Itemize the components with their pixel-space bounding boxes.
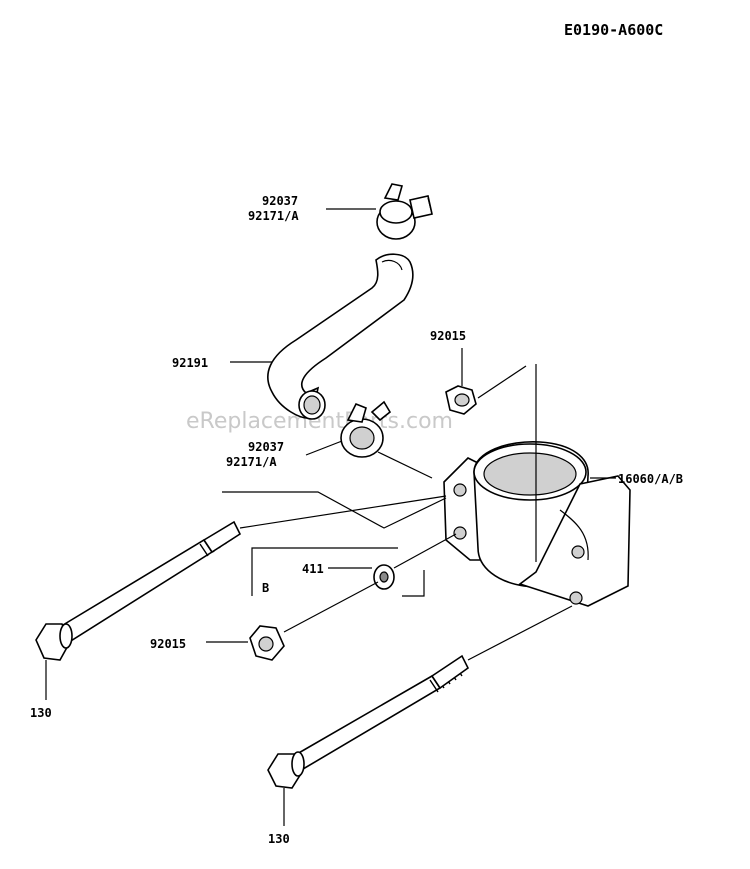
hose-clamp-top [376,183,433,240]
flange-nut-top [445,385,477,415]
label-clamp-top-1: 92037 [262,194,298,208]
leader-housing-mount [222,491,447,529]
group-b-bracket [251,547,398,596]
hose-clamp-middle [340,400,392,458]
label-washer: 411 [302,562,324,576]
leader-nut-left-axis [283,581,379,633]
washer [373,564,395,590]
leader-bolt-bottom-axis [467,605,573,661]
label-nut-top: 92015 [430,329,466,343]
group-b-bracket-right [402,570,425,597]
label-group-b: B [262,581,269,595]
label-bolt-left: 130 [30,706,52,720]
leader-clamp-mid-axis [377,451,433,479]
leader-bolt-left-axis [239,495,447,529]
leader-washer-axis [393,533,457,569]
label-clamp-mid-2: 92171/A [226,455,277,469]
bolt-left [35,520,242,661]
leader-nut-top-axis [477,365,527,399]
coolant-hose [267,253,414,420]
label-bolt-bottom: 130 [268,832,290,846]
label-housing: 16060/A/B [618,472,683,486]
flange-nut-left [249,625,285,661]
leader-clamp-mid [305,440,343,456]
diagram-code: E0190-A600C [564,21,663,39]
label-nut-left: 92015 [150,637,186,651]
label-hose: 92191 [172,356,208,370]
label-clamp-top-2: 92171/A [248,209,299,223]
bolt-bottom [267,654,470,789]
thermostat-housing [443,364,631,607]
label-clamp-mid-1: 92037 [248,440,284,454]
